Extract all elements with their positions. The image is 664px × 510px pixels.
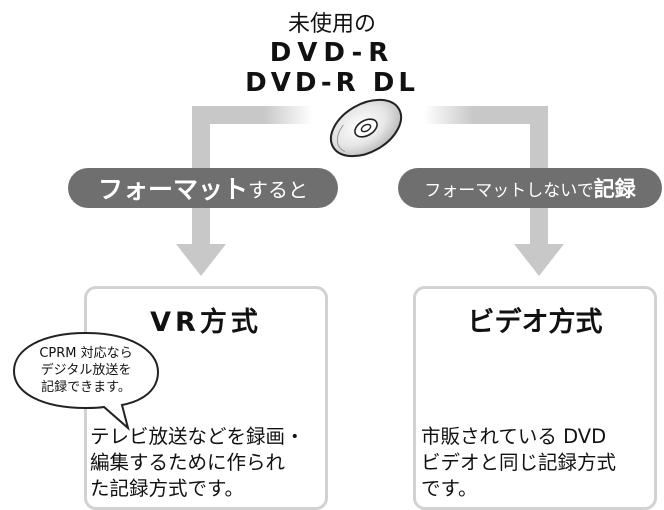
bubble-line: 記録できます。 xyxy=(41,380,131,395)
video-mode-title: ビデオ方式 xyxy=(467,307,603,338)
video-mode-box xyxy=(413,286,657,510)
left-connector xyxy=(176,106,312,276)
description-line: です。 xyxy=(421,477,478,500)
disc-type-dvd-r: DVD-R xyxy=(269,38,395,68)
description-line: 市販されている DVD xyxy=(421,425,607,448)
pill-text: フォーマットしないで xyxy=(424,180,594,201)
description-line: ビデオと同じ記録方式 xyxy=(421,451,617,474)
bubble-line: CPRM 対応なら xyxy=(39,346,133,361)
pill-text: すると xyxy=(248,177,308,202)
pill-strong-text: フォーマット xyxy=(97,175,248,204)
vr-mode-title: VR方式 xyxy=(150,307,262,338)
down-arrow-icon xyxy=(176,244,226,276)
vr-mode-description: テレビ放送などを録画・ 編集するために作られ た記録方式です。 xyxy=(90,424,322,502)
description-line: 編集するために作られ xyxy=(90,451,286,474)
disc-type-dvd-r-dl: DVD-R DL xyxy=(245,68,419,98)
bubble-line: デジタル放送を xyxy=(40,363,132,378)
pill-strong-text: 記録 xyxy=(593,177,636,201)
bubble-text: CPRM 対応なら デジタル放送を 記録できます。 xyxy=(22,345,150,396)
description-line: た記録方式です。 xyxy=(90,477,245,500)
disc-icon xyxy=(329,98,403,158)
down-arrow-icon xyxy=(514,244,564,276)
video-mode-description: 市販されている DVD ビデオと同じ記録方式 です。 xyxy=(421,424,651,502)
no-format-pill: フォーマットしないで記録 xyxy=(398,168,662,208)
format-pill: フォーマットすると xyxy=(68,168,338,208)
description-line: テレビ放送などを録画・ xyxy=(90,425,305,448)
right-connector xyxy=(424,106,564,276)
unused-label: 未使用の xyxy=(287,12,376,37)
